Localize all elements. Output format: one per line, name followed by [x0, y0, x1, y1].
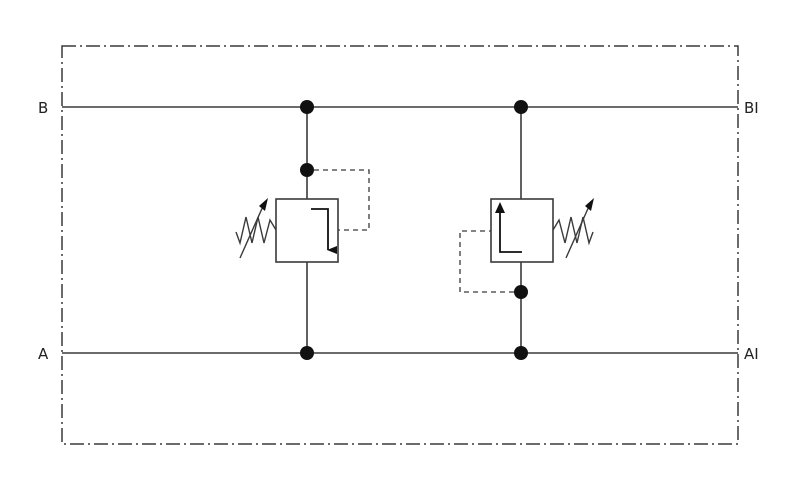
relief-valve-right	[459, 100, 594, 360]
port-label-bi: BI	[744, 99, 759, 117]
spring-icon-right	[552, 198, 594, 259]
port-label-ai: AI	[744, 345, 759, 363]
junction-dot-a-right	[514, 346, 528, 360]
junction-dot-a-left	[300, 346, 314, 360]
pilot-line-left	[314, 169, 370, 231]
pilot-dot-right	[514, 285, 528, 299]
flow-arrowhead-right	[495, 202, 505, 213]
pilot-line-right	[459, 230, 514, 293]
spring-icon-left	[235, 198, 277, 259]
junction-dot-b-left	[300, 100, 314, 114]
port-label-a: A	[38, 345, 49, 363]
junction-dot-b-right	[514, 100, 528, 114]
flow-arrow-left	[311, 208, 337, 254]
enclosure-boundary	[61, 45, 739, 445]
flow-arrow-right	[499, 211, 522, 253]
pilot-dot-left	[300, 163, 314, 177]
relief-valve-left	[235, 100, 370, 360]
port-label-b: B	[38, 99, 48, 117]
